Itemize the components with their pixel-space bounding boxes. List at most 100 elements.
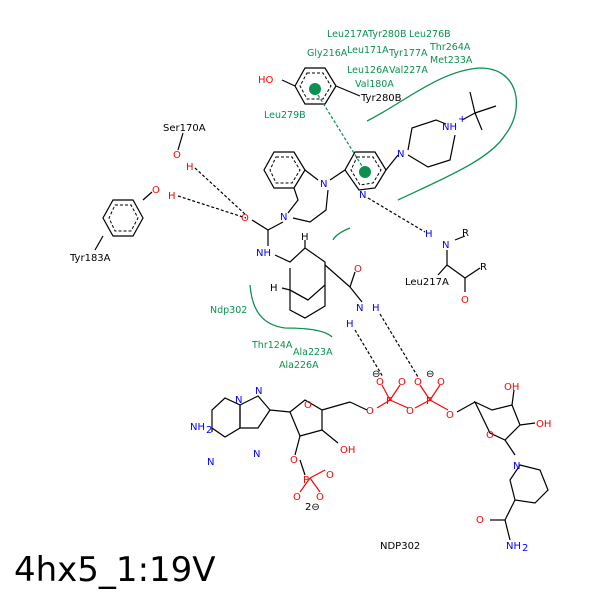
hydrophobic-contour-left xyxy=(249,284,333,338)
atom-r: R xyxy=(480,262,487,273)
pyridine-ring xyxy=(329,151,399,191)
atom-oh: OH xyxy=(536,419,551,430)
atom-nh-plus: NH xyxy=(442,122,457,133)
residue-label: Ala226A xyxy=(279,360,319,371)
residue-label: Val227A xyxy=(389,65,428,76)
atom-o: O xyxy=(241,213,249,224)
adamantane xyxy=(274,240,363,319)
tyr183a-ring xyxy=(94,191,153,251)
atom-charge: ⊖ xyxy=(372,369,380,380)
hbond-ndp-1 xyxy=(354,329,384,378)
piperazine-ring xyxy=(407,119,447,151)
atom-o: O xyxy=(293,492,301,503)
ser170a-bond xyxy=(177,132,184,151)
atom-o: O xyxy=(476,515,484,526)
atom-charge: 2⊖ xyxy=(305,502,320,513)
atom-nh2: NH xyxy=(506,541,521,552)
residue-label: Tyr280B xyxy=(367,29,407,40)
residue-label: Leu217A xyxy=(405,277,449,288)
residue-label: Leu126A xyxy=(347,65,389,76)
atom-n: N xyxy=(207,457,214,468)
atom-h: H xyxy=(372,303,380,314)
residue-label: Leu217A xyxy=(327,29,369,40)
tyr280b-ring xyxy=(281,67,361,105)
atom-n: N xyxy=(397,149,404,160)
atom-ho: HO xyxy=(258,75,274,86)
leu217a-backbone xyxy=(437,235,481,292)
hbond-tyr183a xyxy=(177,195,247,219)
atom-o: O xyxy=(406,406,414,417)
atom-h: H xyxy=(301,232,309,243)
atom-r: R xyxy=(462,228,469,239)
atom-h: H xyxy=(168,191,176,202)
atom-n: N xyxy=(253,449,260,460)
atom-p: P xyxy=(426,396,432,407)
atom-sub2: 2 xyxy=(522,543,528,554)
residue-label: Thr264A xyxy=(429,42,471,53)
atom-n: N xyxy=(442,240,449,251)
residue-label: Ala223A xyxy=(293,347,333,358)
interacting-residues: Tyr280B Ser170A Tyr183A Leu217A NDP302 xyxy=(69,93,449,552)
hydrophobic-contour-top xyxy=(366,67,518,201)
atom-h: H xyxy=(346,319,354,330)
atom-n: N xyxy=(280,212,287,223)
diagram-title: 4hx5_1:19V xyxy=(14,550,216,590)
atom-h: H xyxy=(270,283,278,294)
residue-label: NDP302 xyxy=(380,541,420,552)
atom-o: O xyxy=(152,185,160,196)
residue-label: Ser170A xyxy=(163,123,206,134)
residue-label: Gly216A xyxy=(307,48,348,59)
atom-o: O xyxy=(446,410,454,421)
atom-o: O xyxy=(414,377,422,388)
atom-n: N xyxy=(320,179,327,190)
atom-nh2: NH xyxy=(190,422,205,433)
atom-n: N xyxy=(359,190,366,201)
residue-label: Tyr280B xyxy=(360,93,402,104)
atom-p: P xyxy=(386,396,392,407)
atom-o: O xyxy=(398,377,406,388)
atom-n: N xyxy=(255,386,262,397)
atom-h: H xyxy=(425,229,433,240)
atom-o: O xyxy=(366,406,374,417)
residue-label: Leu171A xyxy=(347,45,389,56)
atom-p: P xyxy=(303,475,309,486)
atom-o: O xyxy=(326,470,334,481)
residue-label: Thr124A xyxy=(251,340,293,351)
atom-o: O xyxy=(486,430,494,441)
residue-label: Tyr177A xyxy=(388,48,428,59)
atom-charge: + xyxy=(458,114,466,125)
quinoxaline xyxy=(251,151,329,246)
atom-sub2: 2 xyxy=(206,425,212,436)
hydrophobic-residues: Leu217A Tyr280B Leu276B Gly216A Leu171A … xyxy=(210,29,473,371)
atom-charge: ⊖ xyxy=(426,369,434,380)
atom-h: H xyxy=(186,162,194,173)
atom-oh: OH xyxy=(340,445,355,456)
hbond-ndp-2 xyxy=(379,313,419,378)
hbond-ser170a xyxy=(194,167,247,216)
atom-o: O xyxy=(290,455,298,466)
pi-center-dot xyxy=(309,83,321,95)
atom-o: O xyxy=(461,295,469,306)
residue-label: Leu276B xyxy=(409,29,451,40)
ndp302-molecule xyxy=(211,384,549,541)
atom-o: O xyxy=(376,377,384,388)
atom-o: O xyxy=(437,377,445,388)
atom-o: O xyxy=(316,492,324,503)
atom-nh: NH xyxy=(256,248,271,259)
residue-label: Ndp302 xyxy=(210,305,247,316)
hydrophobic-contour-small xyxy=(332,227,351,241)
residue-label: Met233A xyxy=(430,55,473,66)
atom-o: O xyxy=(173,150,181,161)
hbond-leu217a xyxy=(367,197,426,233)
tert-butyl xyxy=(461,91,497,131)
atom-o: O xyxy=(304,400,312,411)
atom-labels: HO N N N N NH + O NH H H O N H H O H O H… xyxy=(152,75,551,554)
pi-stacking-line xyxy=(317,94,363,167)
residue-label: Val180A xyxy=(355,79,394,90)
atom-oh: OH xyxy=(504,382,519,393)
residue-label: Leu279B xyxy=(264,110,306,121)
atom-n: N xyxy=(513,461,520,472)
residue-label: Tyr183A xyxy=(69,253,111,264)
